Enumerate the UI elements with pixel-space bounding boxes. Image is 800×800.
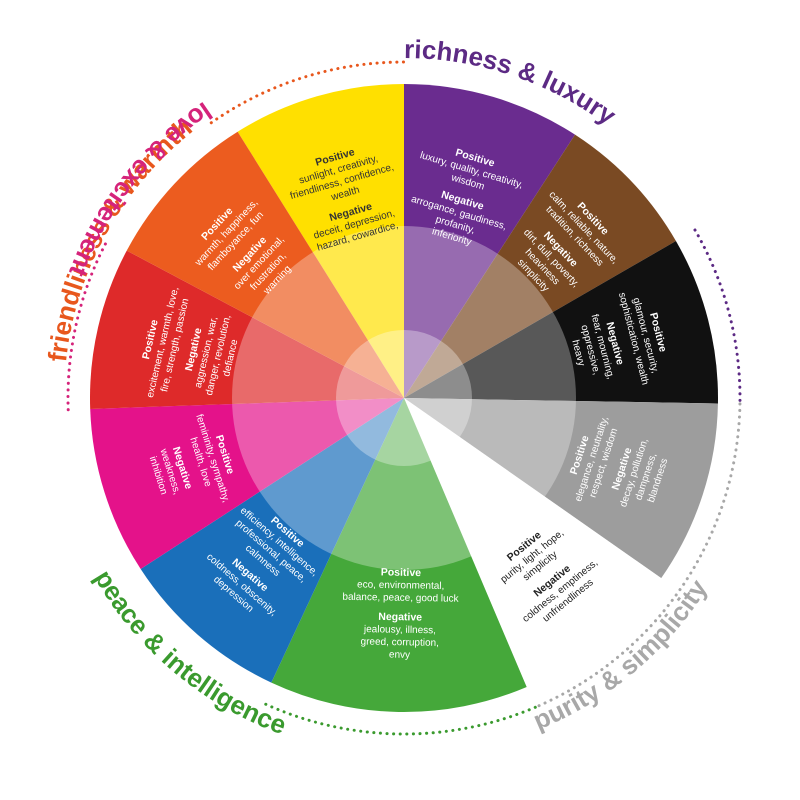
slice-yellow <box>237 84 404 398</box>
green-negative-line: envy <box>389 650 410 661</box>
slice-grey <box>404 398 718 579</box>
green-negative-heading: Negative <box>378 611 422 624</box>
green-negative-line: greed, corruption, <box>360 637 439 649</box>
slice-white <box>404 398 662 688</box>
slice-brown <box>404 134 676 398</box>
inner-ring-core <box>336 330 472 466</box>
dotted-arc-love <box>66 238 109 412</box>
slice-green <box>271 398 527 713</box>
dotted-arc-peace <box>260 701 537 736</box>
inner-ring-outer <box>232 226 576 570</box>
inner-rings <box>232 226 576 570</box>
wheel-slices <box>89 84 718 713</box>
green-positive-line: balance, peace, good luck <box>342 592 459 605</box>
green-negative-line: jealousy, illness, <box>363 624 436 636</box>
dotted-arc-richness <box>693 228 742 406</box>
group-dotted-arcs <box>66 60 742 736</box>
slice-blue <box>140 398 404 683</box>
slice-purple <box>404 84 576 398</box>
slice-black <box>404 241 718 404</box>
slice-red <box>89 250 405 409</box>
green-positive-line: eco, environmental, <box>357 579 444 592</box>
slice-orange <box>126 131 404 398</box>
slice-pink <box>90 398 404 570</box>
green-positive-heading: Positive <box>381 566 422 579</box>
